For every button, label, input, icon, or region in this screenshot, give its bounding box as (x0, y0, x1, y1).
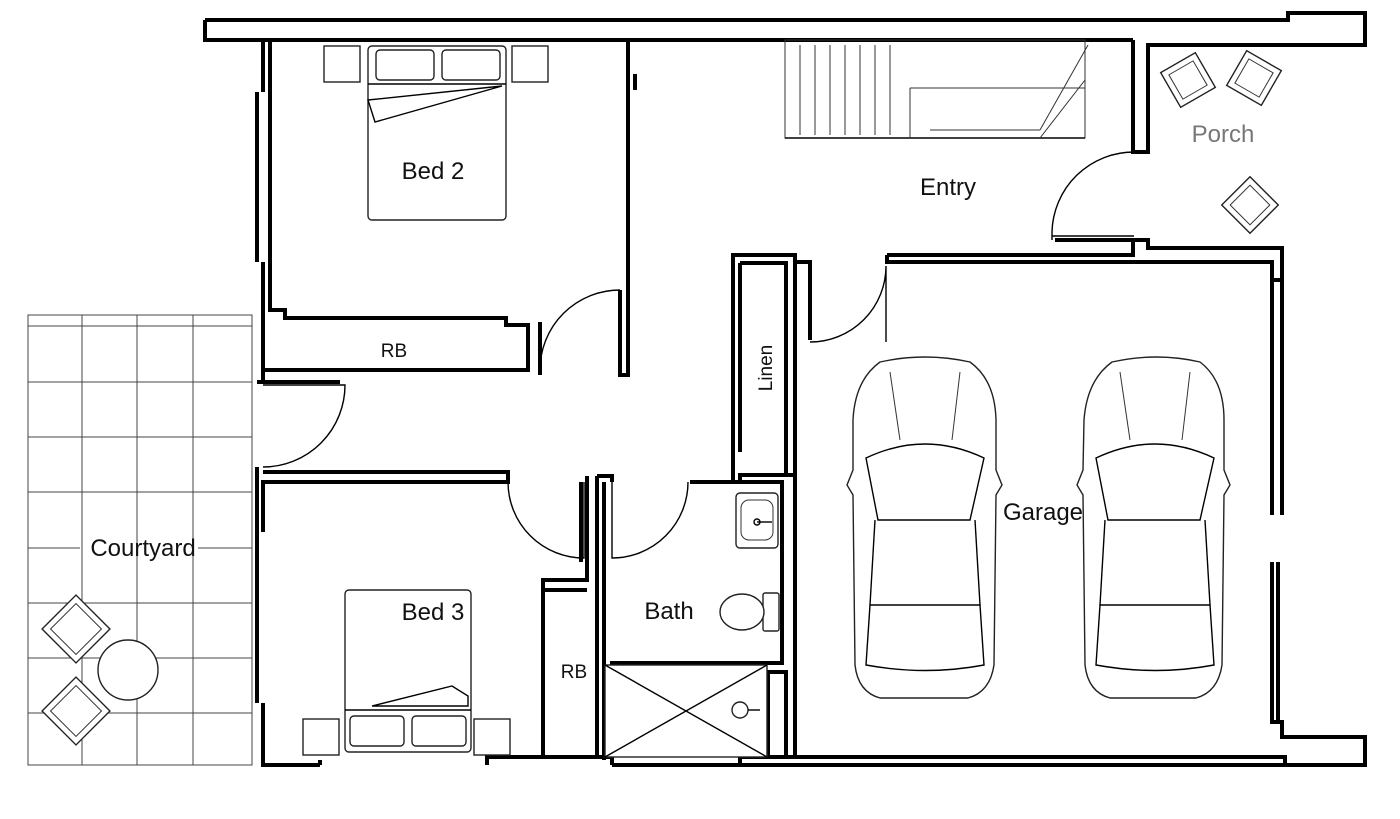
car-right (1076, 356, 1231, 699)
porch-chairs (1159, 49, 1283, 235)
room-label-bed2: Bed 2 (402, 158, 465, 185)
bath-fixtures (604, 492, 780, 758)
room-label-garage: Garage (1003, 499, 1083, 526)
bed3-furniture (302, 589, 511, 756)
room-label-courtyard: Courtyard (90, 535, 195, 562)
room-label-bath: Bath (644, 598, 693, 625)
room-label-rb-bed2: RB (381, 341, 407, 362)
room-label-porch: Porch (1192, 121, 1255, 148)
room-label-linen: Linen (756, 345, 777, 392)
car-left (846, 356, 1003, 699)
room-label-rb-bed3: RB (561, 662, 587, 683)
courtyard-table-set (41, 594, 159, 746)
bed2-furniture (323, 45, 549, 221)
staircase (784, 39, 1089, 139)
room-label-bed3: Bed 3 (402, 599, 465, 626)
room-label-entry: Entry (920, 174, 976, 201)
door-swings (262, 151, 1135, 559)
